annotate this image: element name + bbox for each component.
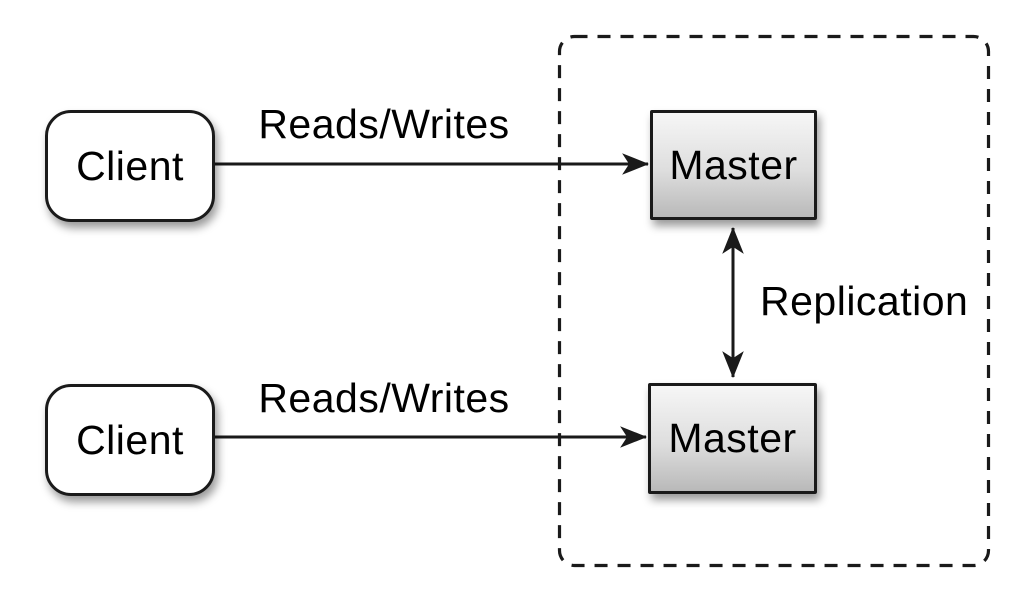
master-node-top: Master	[650, 110, 817, 220]
master-node-bottom: Master	[648, 383, 817, 494]
reads-writes-label-bottom: Reads/Writes	[258, 375, 510, 421]
master-node-top-label: Master	[669, 141, 798, 188]
client-node-bottom: Client	[45, 384, 215, 496]
client-node-top: Client	[45, 110, 215, 222]
replication-group-boundary	[557, 34, 991, 568]
reads-writes-label-top: Reads/Writes	[258, 101, 510, 147]
client-node-top-label: Client	[76, 142, 184, 189]
client-node-bottom-label: Client	[76, 416, 184, 463]
replication-label: Replication	[760, 278, 969, 324]
master-node-bottom-label: Master	[668, 415, 797, 461]
